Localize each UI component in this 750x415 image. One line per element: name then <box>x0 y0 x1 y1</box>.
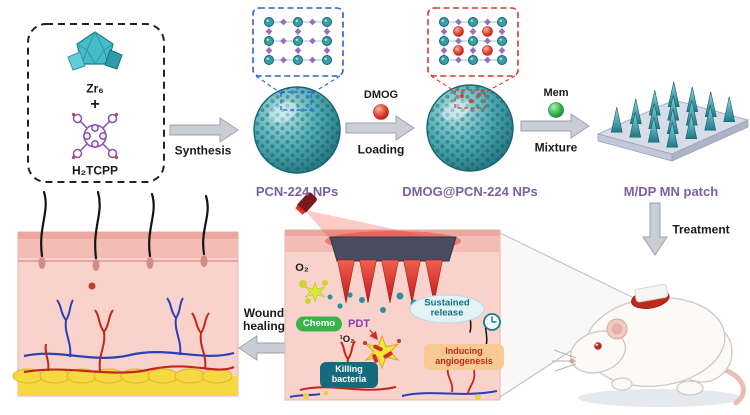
fat-layer <box>12 368 238 396</box>
sustained-release-bubble <box>409 294 485 324</box>
pcn-sphere <box>253 86 341 174</box>
dmogpcn-label: DMOG@PCN-224 NPs <box>402 183 538 199</box>
inducing-angiogenesis-label: Inducing angiogenesis <box>435 346 493 366</box>
h2tcpp-label: H₂TCPP <box>71 163 119 178</box>
oxygen-bubbles <box>299 280 333 304</box>
clock-icon <box>483 313 501 331</box>
zoom-connector-red <box>430 75 516 93</box>
dmog-sphere-icon <box>373 104 389 120</box>
np-dots <box>337 292 418 313</box>
skin-block <box>12 190 239 397</box>
killing-bacteria-badge <box>320 362 378 388</box>
hair-follicles <box>38 255 208 271</box>
mem-label: Mem <box>543 86 569 99</box>
angiogenesis-badge <box>424 344 504 370</box>
mouse-illustration <box>552 284 746 407</box>
killing-bacteria-label: Killing bacteria <box>331 364 367 384</box>
patch-label: M/DP MN patch <box>623 183 719 199</box>
wound-healing-label: Wound healing <box>242 305 285 333</box>
red-needles <box>337 259 443 304</box>
singlet-oxygen-label: ¹O₂ <box>339 333 355 345</box>
chemo-badge <box>296 316 342 332</box>
h2tcpp-molecule-icon <box>71 112 119 160</box>
plus-sign: + <box>90 96 100 114</box>
mixture-arrow <box>520 113 590 139</box>
zr6-label: Zr₆ <box>86 81 104 96</box>
chemo-label: Chemo <box>302 317 336 329</box>
blood-vessels <box>23 297 235 374</box>
bacteria-starburst <box>363 334 401 370</box>
inserted-patch <box>329 236 457 304</box>
treatment-arrow <box>642 202 668 256</box>
treatment-label: Treatment <box>672 222 730 237</box>
mof-lattice-red <box>427 7 519 77</box>
zoom-connector-blue <box>255 75 341 95</box>
mouse-eye <box>594 342 602 350</box>
mixture-label: Mixture <box>534 140 578 155</box>
sustained-release-label: Sustained release <box>424 297 470 319</box>
mem-sphere-icon <box>548 102 564 118</box>
dmogpcn-sphere <box>426 84 514 172</box>
microneedle-cones <box>610 81 736 148</box>
mouse-whiskers <box>552 349 577 372</box>
dmog-label: DMOG <box>363 88 399 101</box>
loading-arrow <box>345 115 415 141</box>
pcn-label: PCN-224 NPs <box>255 183 339 199</box>
synthesis-arrow <box>169 117 239 143</box>
loading-label: Loading <box>357 142 405 157</box>
pdt-label: PDT <box>348 317 370 330</box>
mouse-wound-patch <box>631 284 670 309</box>
microneedle-patch <box>596 81 750 162</box>
hairs <box>40 190 209 260</box>
oxygen-label: O₂ <box>295 261 309 274</box>
wound-view <box>284 192 504 401</box>
mof-lattice-blue <box>252 7 344 77</box>
synthesis-label: Synthesis <box>174 143 232 158</box>
zr6-cluster-icon <box>67 31 123 71</box>
healed-wound-spot <box>88 282 96 290</box>
precursor-box <box>27 23 165 183</box>
fat-specks <box>303 390 481 400</box>
